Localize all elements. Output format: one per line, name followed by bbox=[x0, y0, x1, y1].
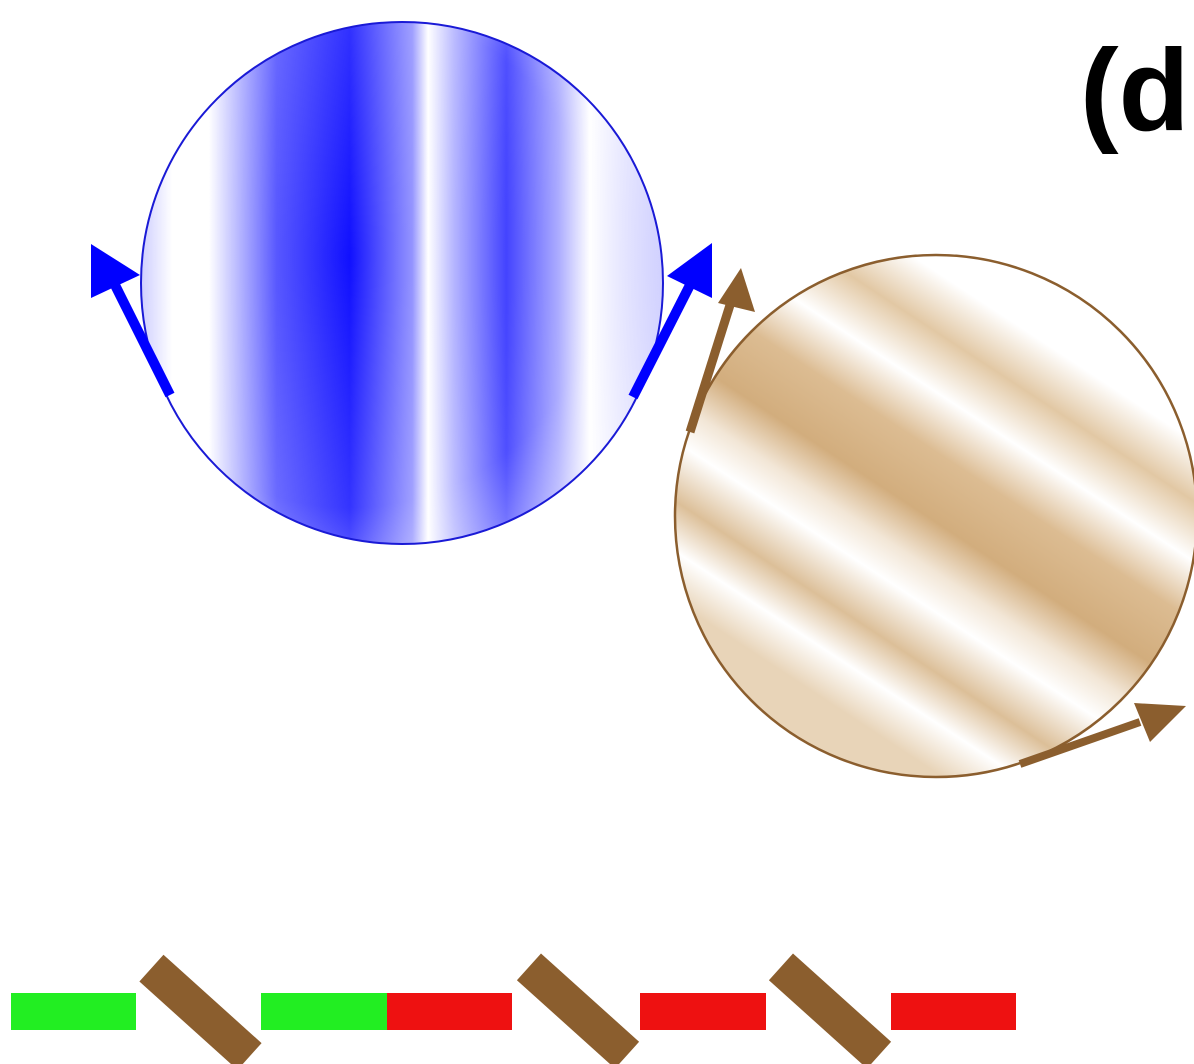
red-element-1 bbox=[387, 993, 512, 1030]
element-sequence bbox=[11, 953, 1016, 1064]
green-element-1 bbox=[11, 993, 136, 1030]
blue-arrow-left bbox=[91, 244, 175, 398]
tilted-element-1 bbox=[139, 954, 262, 1064]
blue-arrow-right bbox=[628, 243, 712, 400]
tan-sphere bbox=[673, 253, 1194, 779]
tilted-element-3 bbox=[768, 953, 892, 1064]
blue-sphere bbox=[140, 21, 664, 545]
red-element-2 bbox=[640, 993, 766, 1030]
red-element-3 bbox=[891, 993, 1016, 1030]
panel-label: (d bbox=[1080, 25, 1190, 155]
brown-arrow-upper bbox=[685, 268, 755, 434]
tilted-element-2 bbox=[516, 953, 640, 1064]
brown-arrow-lower bbox=[1018, 703, 1186, 768]
green-element-2 bbox=[261, 993, 387, 1030]
